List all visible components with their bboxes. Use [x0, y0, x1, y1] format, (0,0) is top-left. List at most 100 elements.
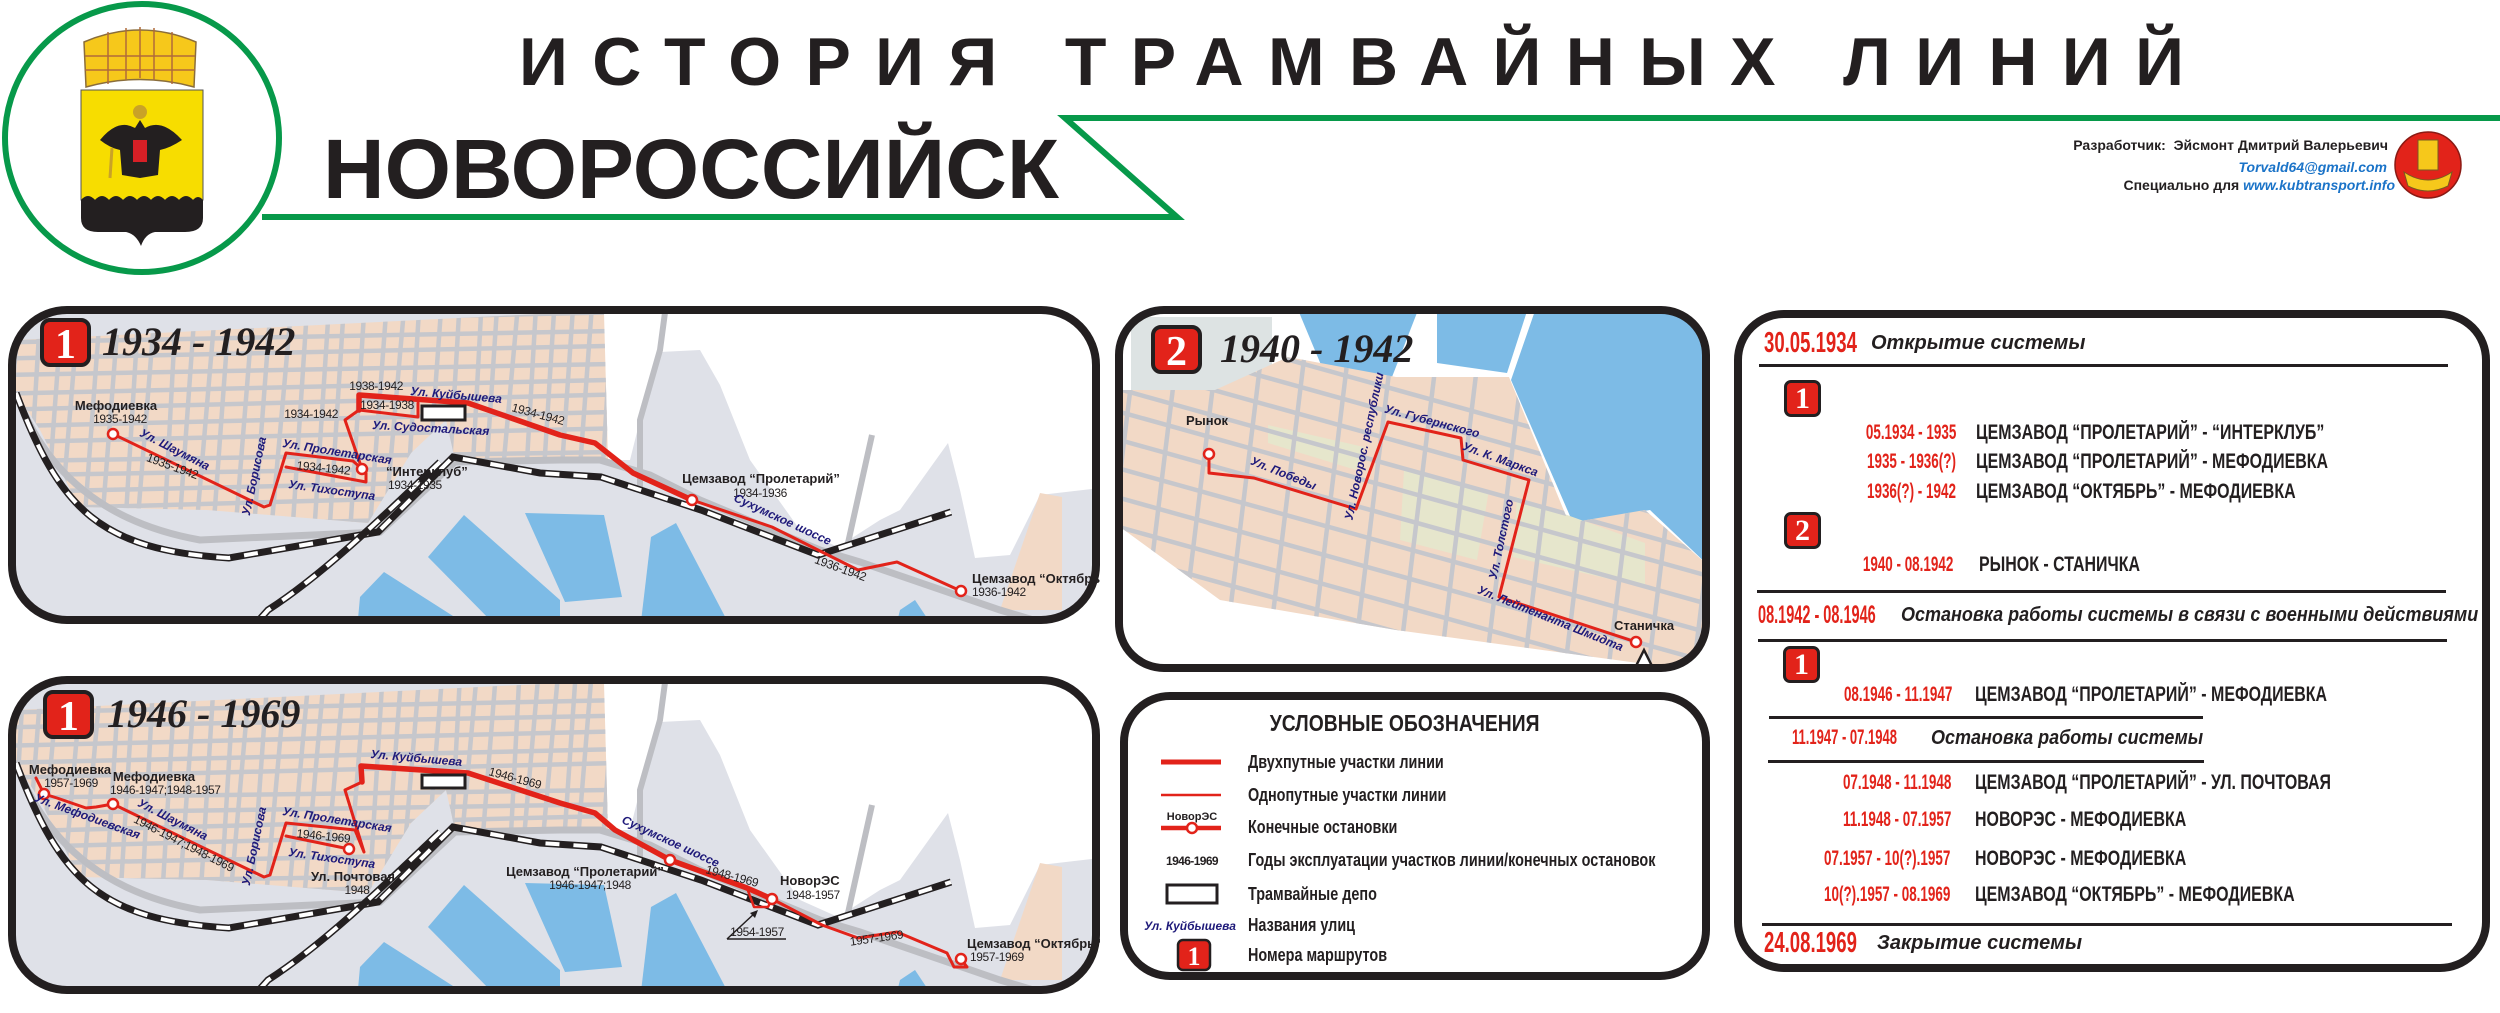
- years-label: 1938-1942: [349, 379, 404, 393]
- route-badge: 1: [1784, 380, 1821, 417]
- terminal-stop: [1202, 447, 1216, 461]
- street: [16, 409, 608, 429]
- street: [77, 683, 104, 893]
- street: [16, 328, 608, 345]
- stop-label: Мефодиевка: [29, 762, 112, 777]
- stop-label: Мефодиевка: [75, 398, 158, 413]
- row-name-wrap: НОВОРЭС - МЕФОДИЕВКА: [1975, 807, 2253, 833]
- legend-item-depot: Трамвайные депо: [1248, 884, 1377, 904]
- closing-text: Закрытие системы: [1877, 932, 2083, 954]
- railway-dash: [14, 762, 952, 931]
- row-name: ЦЕМЗАВОД “ОКТЯБРЬ” - МЕФОДИЕВКА: [1975, 883, 2295, 906]
- street: [1120, 384, 1706, 559]
- water: [895, 970, 935, 990]
- years-label: 1957-1969: [44, 776, 99, 790]
- water: [357, 572, 475, 620]
- route-badge: 2: [1784, 512, 1821, 549]
- row-name-wrap: ЦЕМЗАВОД “ПРОЛЕТАРИЙ” - МЕФОДИЕВКА: [1976, 449, 2439, 475]
- row-dates: 08.1946 - 11.1947: [1843, 683, 1952, 706]
- water: [428, 515, 560, 620]
- road: [845, 434, 875, 544]
- opening-text: Открытие системы: [1871, 332, 2086, 354]
- street: [16, 361, 608, 378]
- war-text: Остановка работы системы в связи с военн…: [1901, 604, 2479, 626]
- road: [637, 310, 669, 488]
- row-name-wrap: ЦЕМЗАВОД “ПРОЛЕТАРИЙ” - УЛ. ПОЧТОВАЯ: [1975, 770, 2443, 796]
- legend-panel: [1120, 692, 1710, 980]
- terminal-stop: [954, 584, 968, 598]
- legend-item-terminal: Конечные остановки: [1248, 817, 1398, 837]
- row-dates-wrap: 05.1934 - 1935: [1556, 420, 1956, 446]
- row-name: ЦЕМЗАВОД “ПРОЛЕТАРИЙ” - УЛ. ПОЧТОВАЯ: [1975, 771, 2332, 794]
- developer-name: Эйсмонт Дмитрий Валерьевич: [2173, 137, 2388, 153]
- terminal-stop: [765, 892, 779, 906]
- street: [102, 683, 122, 893]
- row-name-wrap: РЫНОК - СТАНИЧКА: [1979, 552, 2191, 578]
- row-name: НОВОРЭС - МЕФОДИЕВКА: [1975, 808, 2187, 831]
- depot-symbol: [1165, 883, 1219, 905]
- row-name: НОВОРЭС - МЕФОДИЕВКА: [1975, 847, 2187, 870]
- tram-depot: [420, 773, 467, 790]
- legend-symbols: НоворЭС 1946-1969 Ул. Куйбышева 1: [1144, 759, 1236, 972]
- row-dates-wrap: 08.1946 - 11.1947: [1552, 682, 1952, 708]
- stop-label: Ул. Почтовая: [311, 869, 395, 884]
- years-label: 1935-1942: [93, 412, 148, 426]
- stop-label: Рынок: [1186, 413, 1229, 428]
- stop-label: Станичка: [1614, 618, 1675, 633]
- row-name: ЦЕМЗАВОД “ПРОЛЕТАРИЙ” - МЕФОДИЕВКА: [1976, 450, 2329, 473]
- single-track-line: [770, 897, 969, 969]
- row-dates: 1935 - 1936(?): [1867, 450, 1956, 473]
- water: [640, 523, 732, 620]
- stop-label: Цемзавод “Пролетарий”: [682, 471, 840, 486]
- street: [16, 802, 608, 816]
- water: [428, 885, 560, 990]
- years-label: 1954-1957: [730, 925, 785, 939]
- street: [197, 683, 217, 893]
- years-label: 1948: [344, 883, 370, 897]
- row-dates: 11.1948 - 07.1957: [1842, 808, 1951, 831]
- water: [895, 600, 935, 620]
- upland: [560, 310, 1096, 558]
- row-name-wrap: ЦЕМЗАВОД “ОКТЯБРЬ” - МЕФОДИЕВКА: [1975, 882, 2396, 908]
- railway-dash: [248, 460, 442, 620]
- developer-credit: Разработчик: Эйсмонт Дмитрий Валерьевич: [2073, 136, 2388, 154]
- map-period-title: 1940 - 1942: [1220, 326, 1413, 371]
- route-badge: [40, 318, 91, 367]
- years-label: 1946-1969: [296, 826, 352, 846]
- street: [16, 746, 608, 766]
- street-label: Ул. Судостальская: [372, 418, 490, 438]
- terminal-stop: [663, 853, 677, 867]
- map-frame: [8, 306, 1100, 624]
- street: [16, 729, 608, 749]
- row-dates-wrap: 11.1948 - 07.1957: [1551, 807, 1951, 833]
- row-dates: 07.1948 - 11.1948: [1842, 771, 1951, 794]
- map-content: [12, 310, 1096, 620]
- pause-dates: 11.1947 - 07.1948: [1792, 726, 1897, 749]
- site-credit: Специально для www.kubtransport.info: [2123, 176, 2395, 194]
- site-for-label: Специально для: [2123, 177, 2240, 193]
- row-name: ЦЕМЗАВОД “ПРОЛЕТАРИЙ” - “ИНТЕРКЛУБ”: [1976, 421, 2325, 444]
- street: [139, 683, 156, 893]
- legend-item-street: Названия улиц: [1248, 915, 1356, 935]
- terminal-stop-symbol: [1185, 821, 1199, 835]
- page-title: ИСТОРИЯ ТРАМВАЙНЫХ ЛИНИЙ: [519, 23, 2184, 100]
- water: [525, 513, 622, 602]
- divider: [1758, 639, 2447, 642]
- street: [16, 697, 608, 715]
- terminal-stop: [342, 842, 356, 856]
- legend-item-years: Годы эксплуатации участков линии/конечны…: [1248, 850, 1656, 870]
- stop-label: “Интерклуб”: [386, 464, 468, 479]
- site-link[interactable]: www.kubtransport.info: [2243, 177, 2395, 193]
- developer-email[interactable]: Torvald64@gmail.com: [2238, 159, 2387, 175]
- single-track-line: [111, 432, 364, 509]
- years-label: 1934-1935: [388, 478, 443, 492]
- single-track-line: [34, 776, 366, 879]
- header-frame-line: [262, 115, 2500, 220]
- pause-text: Остановка работы системы: [1931, 727, 2204, 749]
- street: [16, 343, 608, 361]
- years-label: 1948-1957: [786, 888, 841, 902]
- street: [159, 683, 178, 893]
- arrow-head: [750, 910, 758, 918]
- terminal-stop: [37, 787, 51, 801]
